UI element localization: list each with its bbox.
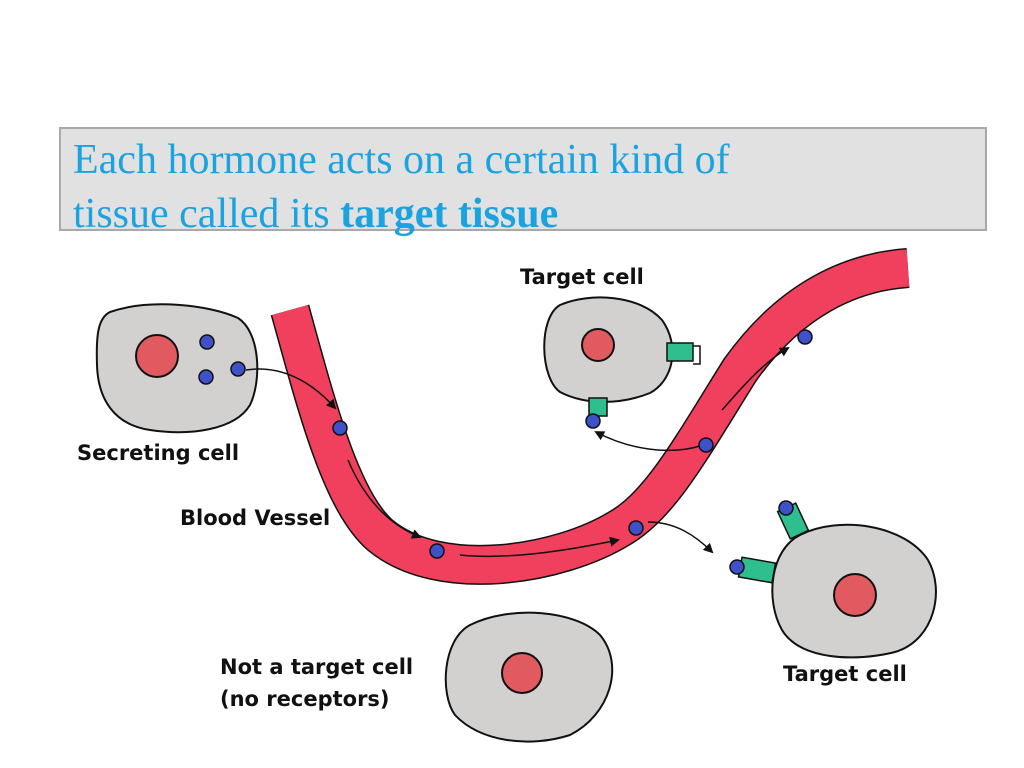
secreting-cell [95, 303, 259, 434]
nucleus [581, 328, 615, 362]
label-blood-vessel: Blood Vessel [180, 506, 330, 530]
hormone-molecule [199, 334, 215, 350]
binding-arrow [594, 431, 701, 452]
blood-vessel-fill [272, 249, 910, 584]
hormone-molecule [332, 420, 348, 436]
flow-arrow [459, 536, 620, 558]
title-line-1: Each hormone acts on a certain kind of [73, 137, 730, 183]
receptor-bound [585, 397, 608, 429]
receptor [666, 342, 701, 365]
hormone-molecule [198, 369, 214, 385]
hormone-molecule [429, 543, 445, 559]
title-line-2: tissue called its [73, 191, 341, 237]
flow-arrow [721, 346, 790, 411]
hormone-molecule [230, 361, 246, 377]
title-box: Each hormone acts on a certain kind of t… [59, 127, 987, 237]
nucleus [135, 334, 179, 378]
hormone-molecule [628, 520, 644, 536]
label-no-receptors: (no receptors) [220, 687, 390, 711]
label-secreting-cell: Secreting cell [77, 441, 239, 465]
title-heading: Each hormone acts on a certain kind of t… [73, 133, 973, 241]
label-not-target-cell: Not a target cell [220, 655, 413, 679]
secretion-arrow [245, 368, 337, 410]
label-target-cell-bottom: Target cell [783, 662, 907, 686]
binding-arrow [647, 521, 714, 554]
nucleus [501, 652, 543, 694]
receptor-bound [729, 556, 777, 584]
flow-arrow [347, 459, 422, 539]
hormone-molecule [698, 437, 714, 453]
hormone-molecule [797, 329, 813, 345]
title-emphasis: target tissue [340, 191, 559, 237]
label-target-cell-top: Target cell [520, 265, 644, 289]
nucleus [833, 573, 877, 617]
receptor-bound [776, 500, 810, 540]
